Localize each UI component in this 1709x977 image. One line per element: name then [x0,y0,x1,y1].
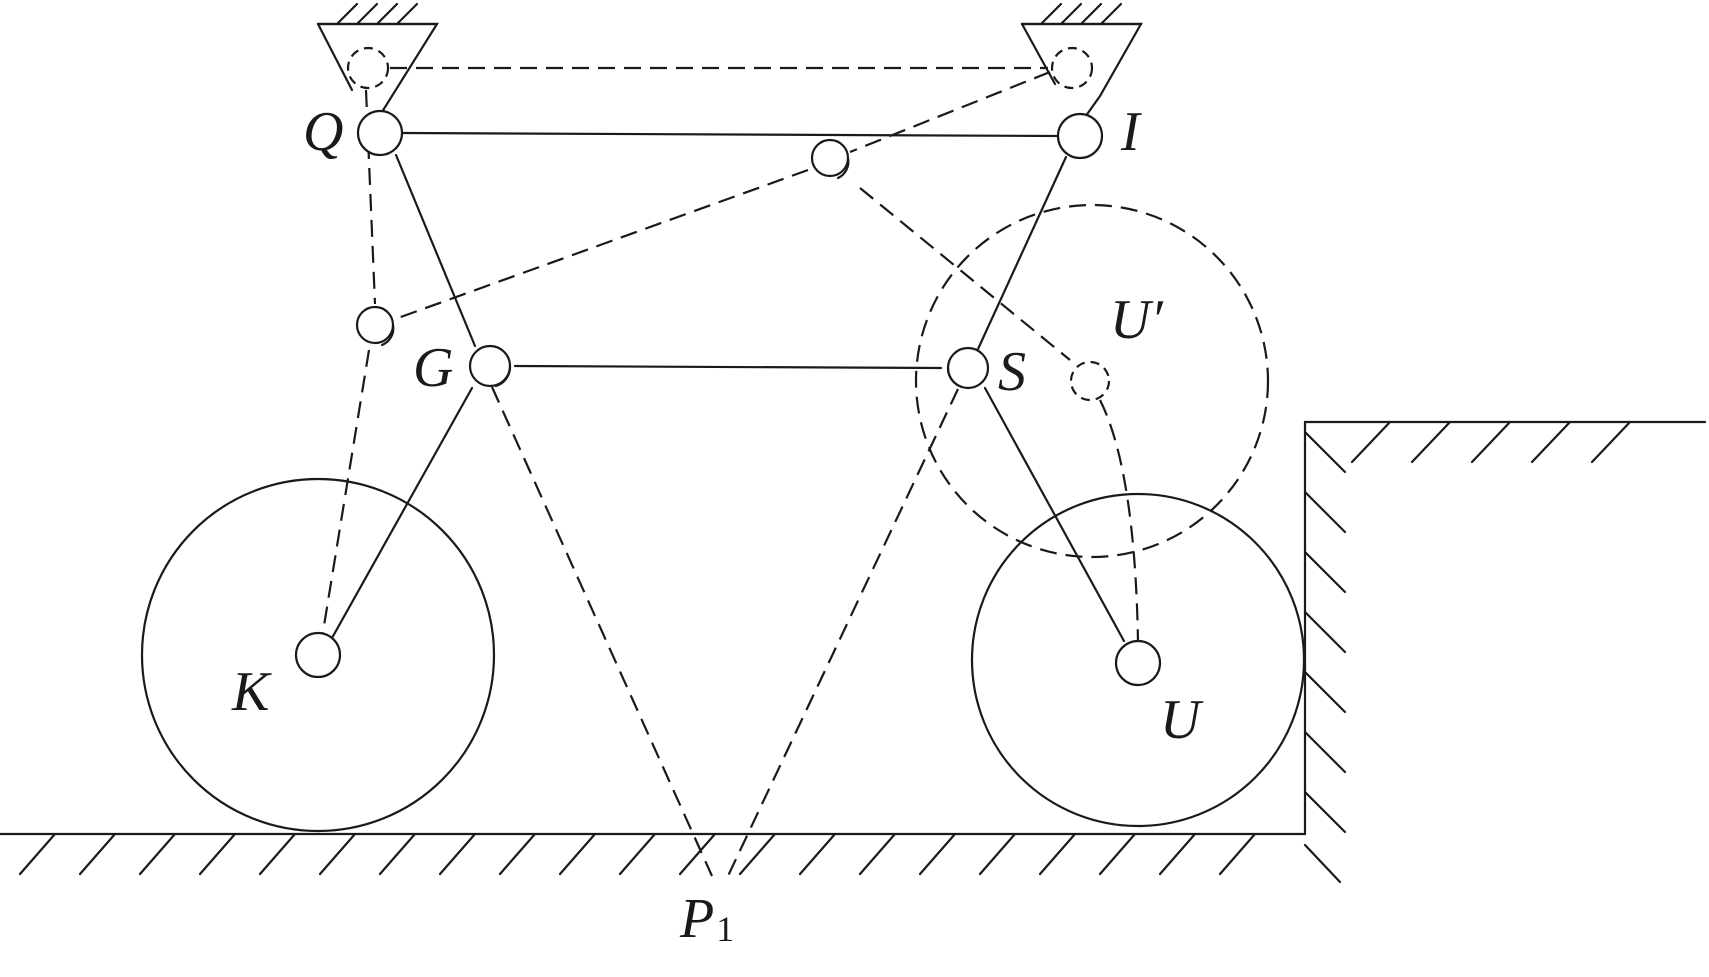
dashed-wheel-position [914,203,1270,559]
labels: Q I G S U′ K U P1 [231,101,1204,950]
dashed-diagonal-mid [397,168,809,320]
wall-hatching [1303,430,1347,884]
joint-K [294,631,342,679]
joint-I [1056,112,1104,160]
right-wheel [970,492,1306,828]
joint-dashed-mid [810,138,850,178]
label-G: G [413,337,453,399]
step-hatching [1350,420,1632,464]
dashed-linkage [320,66,1140,877]
right-support-hatching [1039,2,1123,26]
link-S-U [983,386,1126,643]
label-Q: Q [303,101,343,163]
left-support-hatching [335,2,419,26]
right-support-triangle [1020,22,1143,122]
link-G-K [330,386,474,640]
ground-hatching [18,832,1257,876]
dashed-left-lower [320,349,371,639]
ground [0,420,1707,884]
right-top-support [1020,2,1143,122]
label-P1: P1 [679,888,734,950]
joint-U-prime [1069,360,1111,402]
solid-linkage [330,131,1126,643]
label-U: U [1160,689,1204,751]
dashed-S-to-P1 [727,388,959,877]
label-U-prime: U′ [1110,289,1163,351]
left-top-support [316,2,439,122]
joint-left-support-dashed [346,46,390,90]
left-support-triangle [316,22,439,122]
dashed-mid-to-Uprime [859,187,1071,361]
joint-right-support-dashed [1050,46,1094,90]
joints [294,46,1162,687]
link-I-S [976,155,1068,351]
dashed-G-to-P1 [490,386,714,877]
link-Q-I [400,131,1059,138]
left-wheel [140,477,496,833]
label-K: K [231,661,272,723]
joint-Q [356,109,404,157]
joint-U [1114,639,1162,687]
dashed-diagonal-top [849,70,1051,154]
link-Q-G [394,153,477,348]
joint-dashed-left [355,305,395,345]
label-S: S [998,341,1026,403]
link-G-S [513,364,943,370]
label-I: I [1120,101,1142,163]
